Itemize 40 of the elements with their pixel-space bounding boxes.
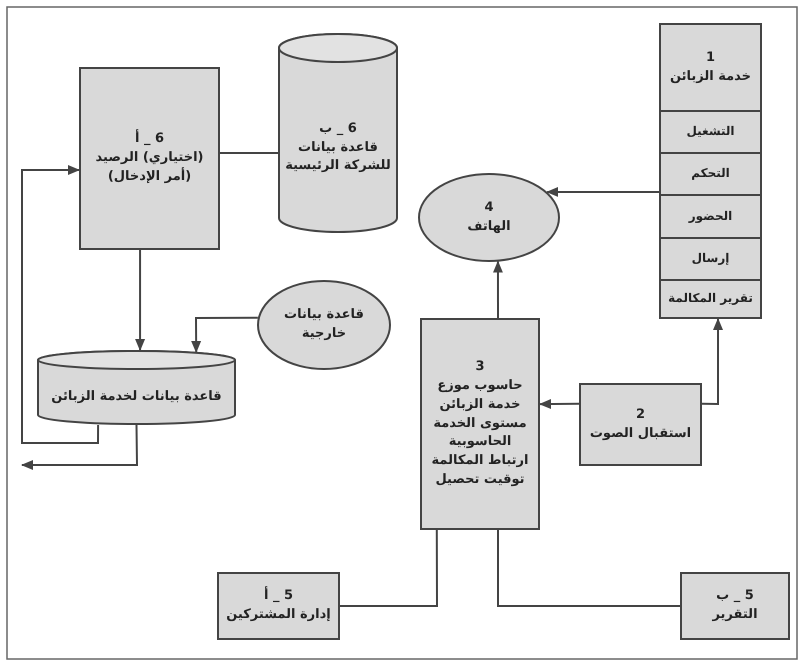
node-label: خدمة الزبائن: [670, 68, 752, 86]
module-column: [659, 23, 762, 319]
node-label: حاسوب موزع خدمة الزبائن مستوى الخدمة الحاسوبية ارتباط المكالمة توقيت تحصيل: [430, 376, 530, 490]
node-number: 2: [636, 406, 646, 424]
process-box: [79, 67, 220, 250]
arrow: [539, 398, 579, 409]
node-label: الهاتف: [467, 218, 511, 236]
node-label: التحكم: [691, 165, 730, 182]
process-box: [579, 383, 702, 466]
node-number: 3: [475, 358, 485, 376]
arrow: [702, 318, 724, 406]
arrow: [492, 260, 503, 318]
connector-line: [340, 530, 438, 607]
node-label: التقرير: [712, 606, 758, 624]
arrow: [21, 165, 100, 444]
node-label: قاعدة بيانات للشركة الرئيسية: [284, 138, 392, 176]
process-box: [680, 572, 790, 640]
node-label: التشغيل: [686, 123, 735, 140]
node-label: الحضور: [688, 208, 732, 225]
node-label: قاعدة بيانات خارجية: [283, 306, 365, 343]
node-number: 5 _ أ: [264, 587, 294, 606]
process-box: [420, 318, 540, 530]
node-label: إرسال: [692, 250, 730, 268]
arrow: [191, 316, 258, 353]
arrow: [21, 424, 138, 470]
node-label: قاعدة بيانات لخدمة الزبائن: [51, 388, 222, 406]
node-number: 6 _ ب: [319, 120, 357, 138]
connector-line: [220, 152, 278, 154]
arrow: [135, 250, 146, 351]
node-label: إدارة المشتركين: [226, 606, 331, 624]
node-number: 6 _ أ: [134, 130, 164, 148]
process-box: [217, 572, 340, 640]
node-number: 5 _ ب: [716, 587, 754, 606]
node-number: 4: [484, 198, 494, 217]
connector-line: [497, 530, 680, 607]
node-label: (اختياري) الرصيد (أمر الإدخال): [94, 149, 204, 186]
node-label: تقرير المكالمة: [668, 290, 753, 308]
node-number: 1: [706, 48, 716, 67]
arrow: [546, 186, 659, 197]
node-label: استقبال الصوت: [590, 424, 692, 442]
